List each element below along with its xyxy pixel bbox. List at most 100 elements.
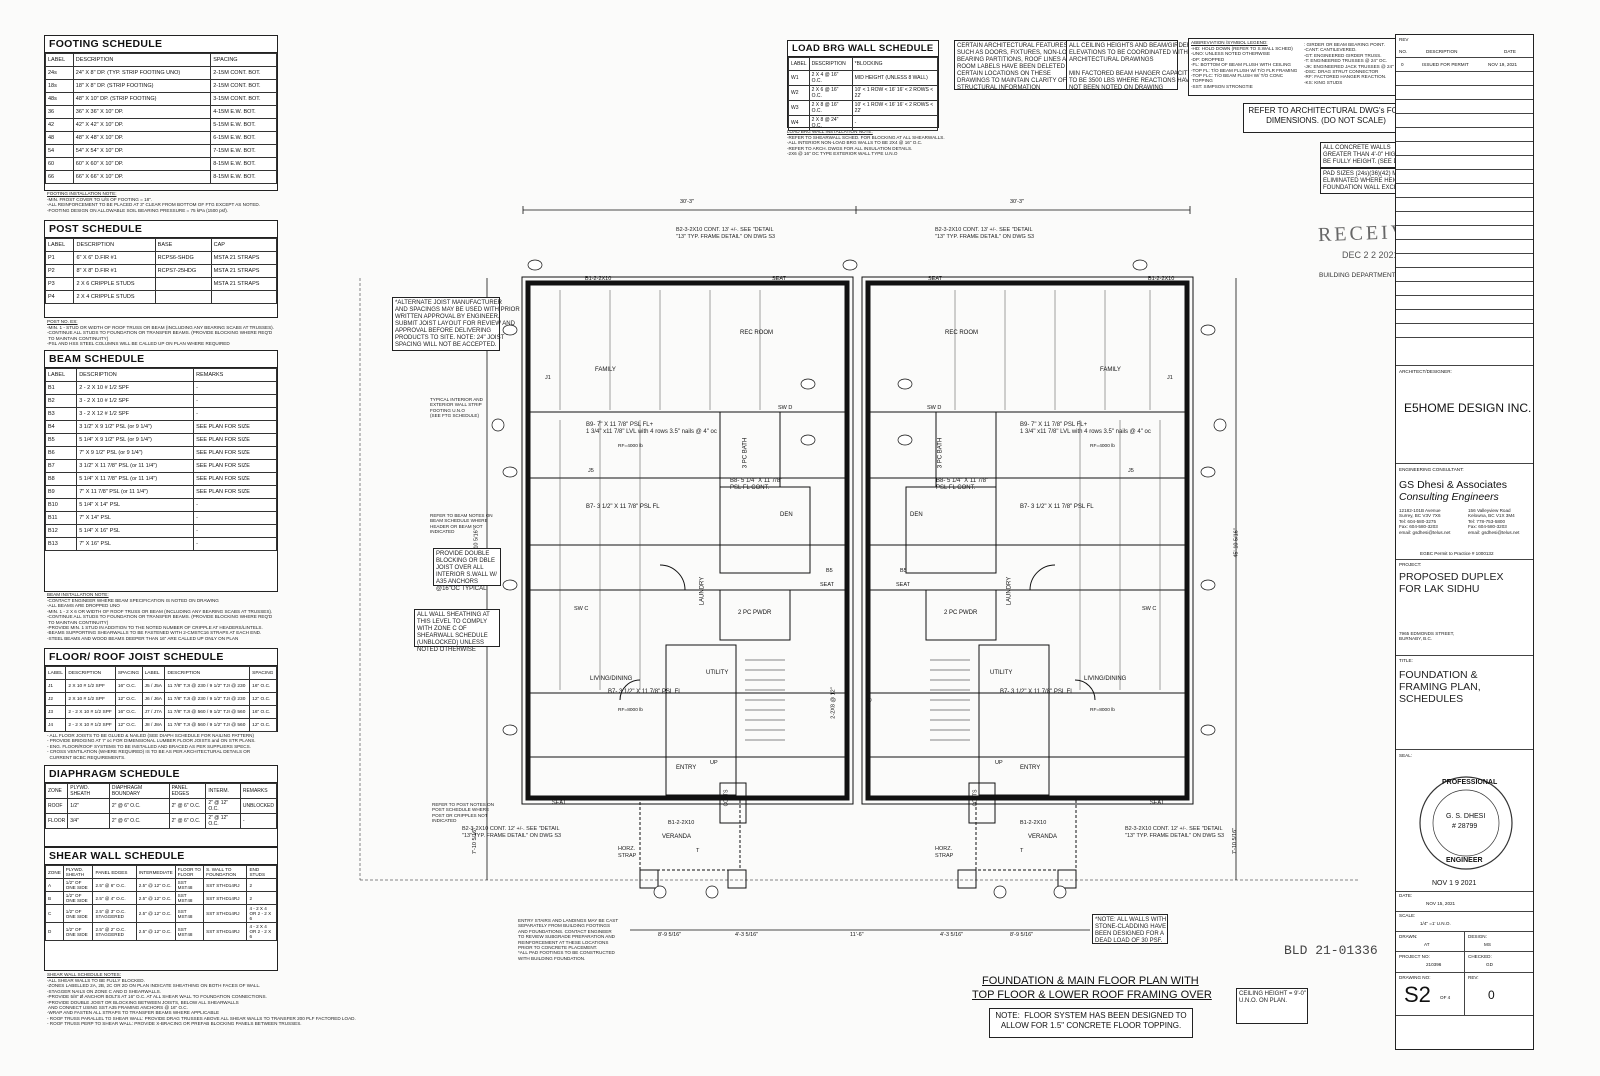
arch-features-note: CERTAIN ARCHITECTURAL FEATURES SUCH AS D… (954, 40, 1075, 91)
callout-top-right: B2-3-2X10 CONT. 13' +/-. SEE "DETAIL "13… (935, 227, 1035, 240)
drawn-label: DRAWN: (1399, 934, 1418, 939)
rev-head-desc: DESCRIPTION (1426, 49, 1458, 54)
b9-callout-right: B9- 7" X 11 7/8" PSL FL+ 1 3/4" x11 7/8"… (1020, 422, 1151, 435)
shear-wall-row-cell: SST STHD14RJ (203, 922, 248, 941)
b1-bottom-right: B1-2-2X10 (1020, 820, 1047, 826)
abbreviation-legend: ABBREVIATION /SYMBOL LEGEND: -HD: HOLD D… (1188, 38, 1414, 96)
beam-row-cell: 7" X 16" PSL (76, 537, 195, 551)
design-label: DESIGN: (1468, 934, 1487, 939)
horz-strap-right: HORZ. STRAP (935, 846, 954, 859)
diaphragm-schedule-title: DIAPHRAGM SCHEDULE (45, 766, 277, 783)
revision-grid-line (1396, 211, 1533, 212)
lbw-row-cell: 2 X 8 @ 24" O.C. (808, 115, 853, 131)
diaphragm-row-cell: 2" @ 6" O.C. (168, 798, 207, 814)
footing-markers (491, 259, 1227, 899)
seal-text-number: # 28799 (1452, 823, 1478, 830)
room-entry-right: ENTRY (1020, 765, 1041, 771)
diaphragm-row-cell: 2" @ 6" O.C. (108, 813, 170, 829)
shear-notes: -ALL SHEAR WALLS TO BE FULLY BLOCKED. -Z… (47, 978, 356, 1027)
joist-row-cell: 2 - 2 X 10 # 1/2 SPF (65, 718, 116, 732)
footing-notes-title: FOOTING INSTALLATION NOTE: (47, 191, 117, 196)
dim-bottom-3: 11'-6" (850, 932, 864, 938)
post-schedule-title: POST SCHEDULE (45, 221, 277, 238)
room-coats-left: COATS (723, 789, 730, 807)
seat-top-left: SEAT (772, 276, 786, 282)
revision-grid-line (1396, 323, 1533, 324)
stair-up-right: UP (995, 760, 1003, 766)
beam-row-cell: SEE PLAN FOR SIZE (193, 446, 277, 460)
rf8000-right: RF=8000 lb (1090, 708, 1115, 713)
post-row-cell (210, 290, 278, 304)
seat-top-right: SEAT (928, 276, 942, 282)
room-pwdr-right: 2 PC PWDR (944, 610, 978, 616)
seal-label: SEAL: (1399, 753, 1413, 758)
foundation-walls (525, 280, 1190, 801)
room-family-left: FAMILY (595, 367, 616, 373)
seal-date: NOV 1 9 2021 (1432, 880, 1477, 887)
revision-grid-line (1396, 183, 1533, 184)
room-pwdr-left: 2 PC PWDR (738, 610, 772, 616)
shear-wall-row-cell: 1/2" OF ONE SIDE (62, 891, 94, 905)
revision-grid-line (1396, 113, 1533, 114)
drawn-value: AT (1424, 942, 1430, 947)
post-row-cell: 2 X 4 CRIPPLE STUDS (73, 290, 156, 304)
legend-right: : GIRDER OR BEAM BEARING POINT. -CANT: C… (1304, 42, 1403, 85)
j5-right: J5 (1128, 468, 1134, 474)
callout-bottom-right: B2-3-2X10 CONT. 12' +/-. SEE "DETAIL "13… (1125, 826, 1225, 839)
b7-living-left: B7- 3 1/2" X 11 7/8" PSL FL (608, 689, 682, 695)
eng-name2: Consulting Engineers (1399, 491, 1499, 503)
title-block: REV NO. DESCRIPTION DATE 0 ISSUED FOR PE… (1395, 34, 1534, 1050)
seal-text-name: G. S. DHESI (1446, 813, 1486, 820)
beam-notes: -CONTACT ENGINEER WHERE BEAM SPECIFICATI… (47, 598, 273, 641)
swd-right: SW D (927, 405, 942, 411)
seat-mid-right: SEAT (896, 582, 910, 588)
revision-grid-line (1396, 239, 1533, 240)
egbc-permit: EGBC Permit to Practice # 1000132 (1420, 551, 1494, 556)
revision-grid-line (1396, 71, 1533, 72)
rev-row-desc: ISSUED FOR PERMIT (1422, 62, 1469, 67)
joist-notes: - ALL FLOOR JOISTS TO BE GLUED & NAILED … (47, 733, 256, 760)
dim-right-small: 7'-10 5/16" (1232, 827, 1239, 855)
j1-right: J1 (1167, 375, 1173, 381)
beam-row-cell: B13 (44, 537, 78, 551)
diaphragm-row-cell: ROOF (44, 798, 69, 814)
footing-row-cell: 66" X 66" X 10" DP. (72, 170, 212, 184)
architect-label: ARCHITECT/DESIGNER: (1399, 369, 1452, 374)
callout-top-left: B2-3-2X10 CONT. 13' +/-. SEE "DETAIL "13… (676, 227, 776, 240)
swc-left: SW C (574, 606, 589, 612)
eng-name1: GS Dhesi & Associates (1399, 479, 1507, 491)
stone-cladding-note: *NOTE: ALL WALLS WITH STONE-CLADDING HAV… (1092, 914, 1168, 944)
room-living-right: LIVING/DINING (1084, 676, 1127, 682)
b1-top-left: B1-2-2X10 (585, 276, 612, 282)
rf4000-right: RF=4000 lb (1090, 444, 1115, 449)
project-name: PROPOSED DUPLEX FOR LAK SIDHU (1399, 571, 1504, 595)
room-laundry-right: LAUNDRY (1006, 576, 1013, 606)
joist-row-cell: 12" O.C. (249, 718, 277, 732)
shear-wall-row-cell: 4 - 2 X 4 OR 2 - 2 X 6 (246, 922, 277, 941)
date-value: NOV 15, 2021 (1426, 901, 1456, 906)
room-bath-right: 3 PC BATH (937, 437, 944, 469)
diaphragm-row-cell: 3/4" (67, 813, 110, 829)
dwgno-value: S2 (1404, 982, 1431, 1007)
swc-right: SW C (1142, 606, 1157, 612)
dim-bottom-1: 8'-9 5/16" (658, 932, 682, 938)
room-utility-left: UTILITY (706, 670, 729, 676)
dim-bottom-2: 4'-3 5/16" (735, 932, 759, 938)
room-den-left: DEN (780, 512, 793, 518)
